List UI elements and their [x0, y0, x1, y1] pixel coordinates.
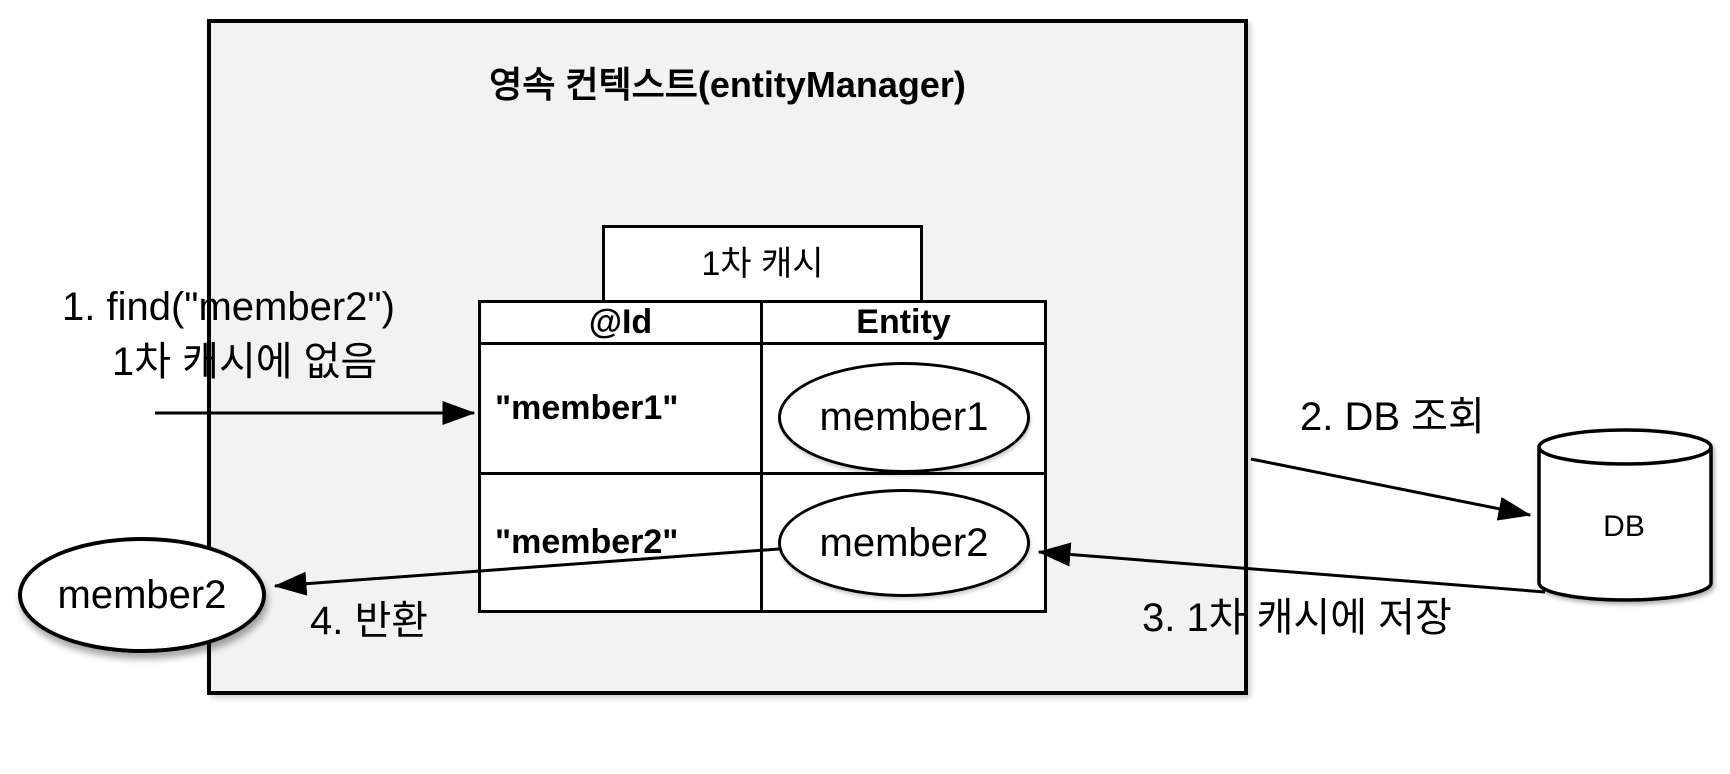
cache-row-member1-id: "member1"	[481, 345, 763, 475]
persistence-context-title: 영속 컨텍스트(entityManager)	[489, 64, 966, 105]
entity-oval-member1: member1	[778, 362, 1030, 473]
step4-label: 4. 반환	[310, 599, 429, 643]
step3-label: 3. 1차 캐시에 저장	[1142, 596, 1452, 640]
returned-entity-ellipse: member2	[18, 537, 266, 653]
cache-row-member2-id: "member2"	[481, 475, 763, 610]
first-level-cache-box: 1차 캐시	[602, 225, 923, 303]
returned-entity-label: member2	[57, 572, 227, 617]
arrow-step2-db-lookup	[1250, 457, 1532, 521]
first-level-cache-label: 1차 캐시	[701, 245, 824, 283]
step2-label: 2. DB 조회	[1300, 395, 1485, 439]
entity-oval-member2: member2	[778, 489, 1030, 597]
entity-oval-member1-label: member1	[819, 395, 989, 439]
cache-table-header-entity: Entity	[763, 303, 1044, 345]
cache-row-member1-entity-cell	[763, 345, 1044, 475]
step1-label-line1: 1. find("member2")	[62, 285, 395, 329]
db-label: DB	[1603, 510, 1645, 543]
step1-label-line2: 1차 캐시에 없음	[112, 340, 378, 384]
entity-oval-member2-label: member2	[819, 520, 989, 565]
db-cylinder-icon	[1537, 428, 1713, 602]
cache-table-header-id: @Id	[481, 303, 763, 345]
